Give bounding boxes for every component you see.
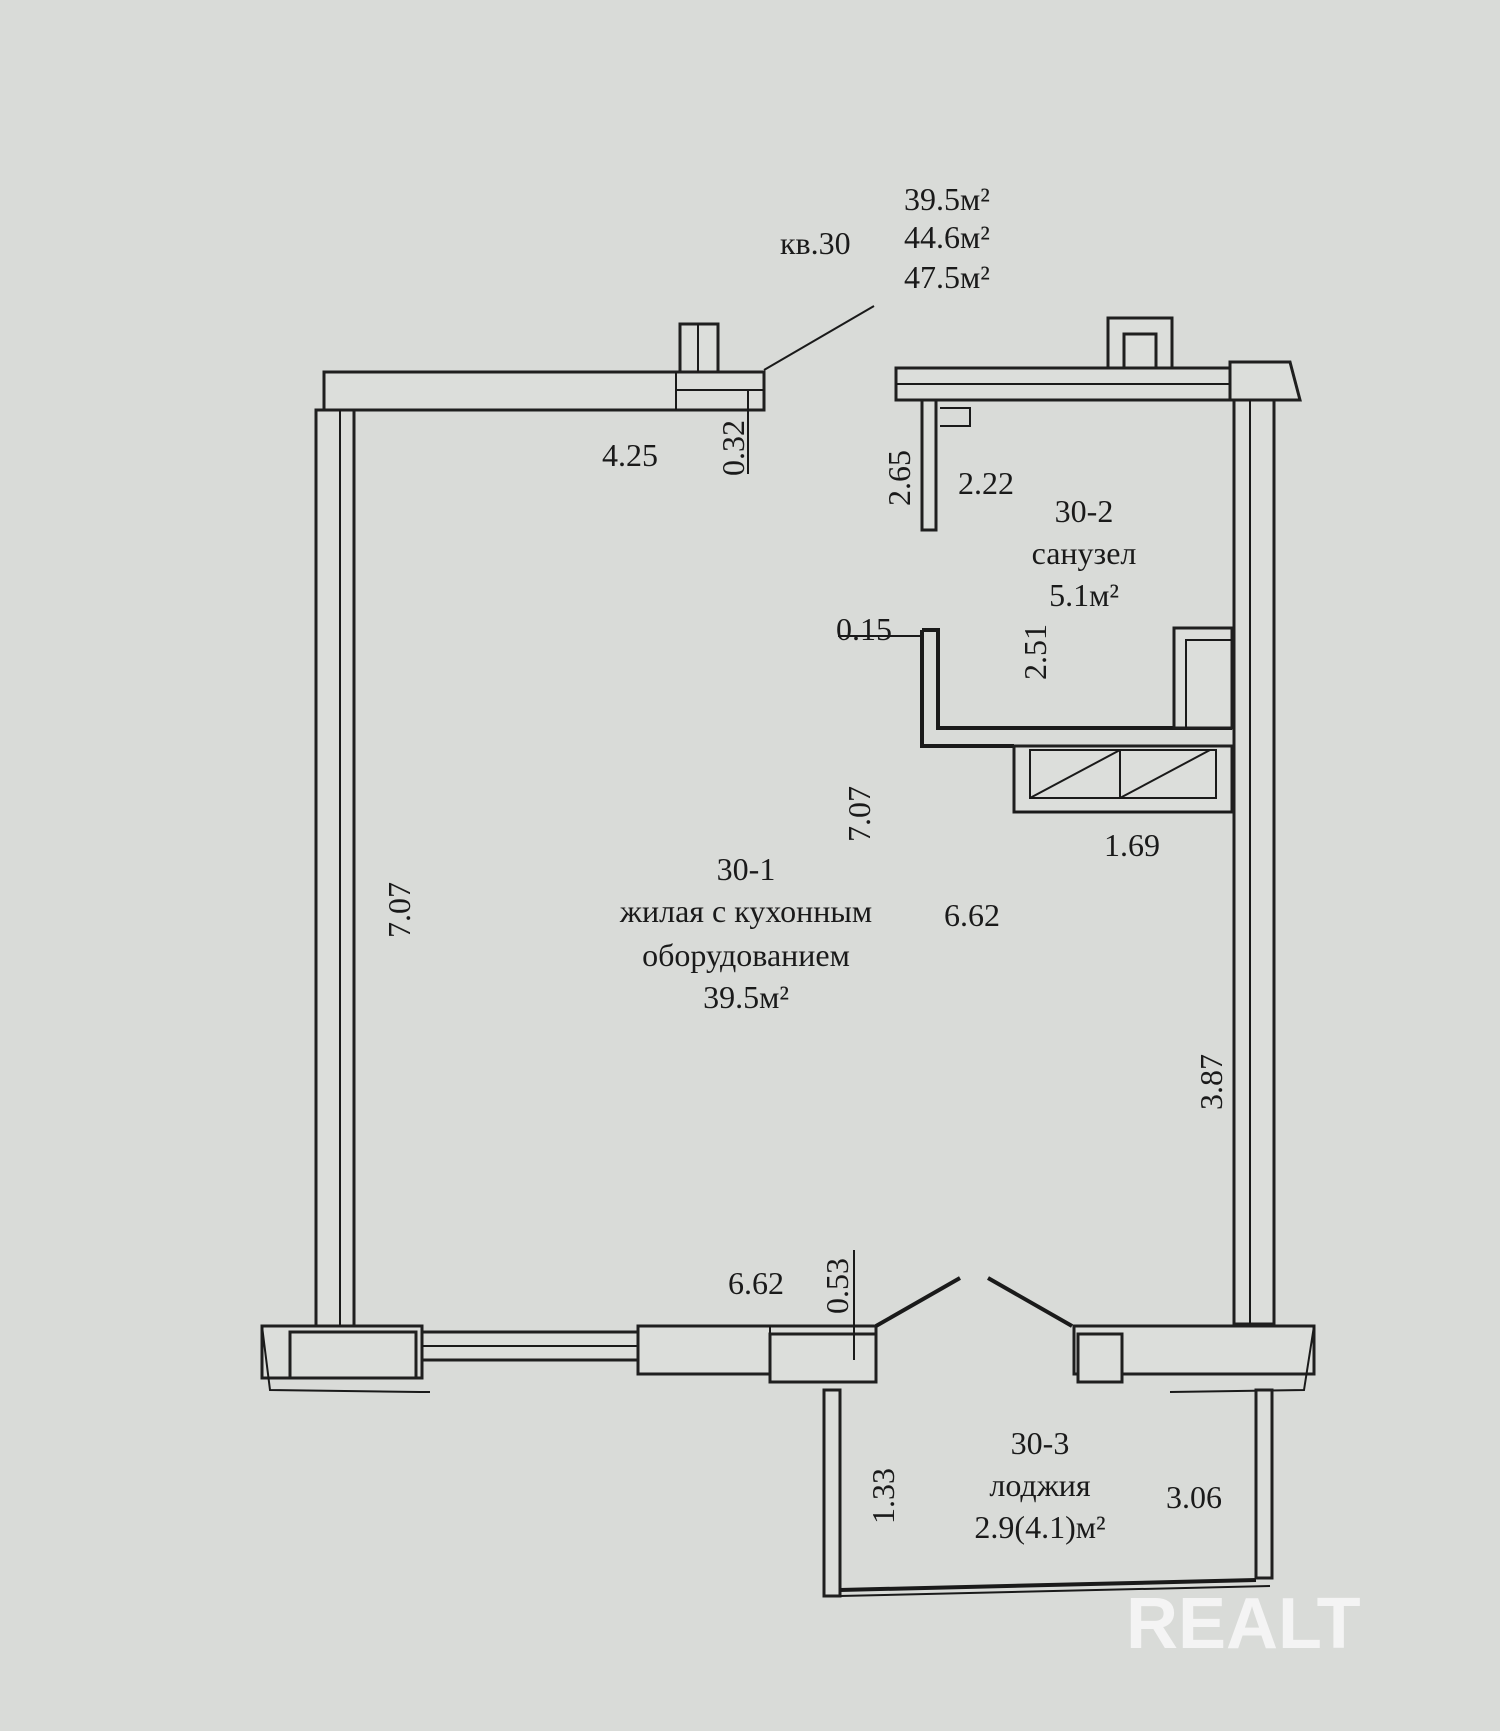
watermark-logo: REALT — [1126, 1584, 1361, 1664]
apartment-area-with-loggia: 47.5м² — [904, 259, 990, 295]
dim-bath-width: 2.22 — [958, 465, 1014, 501]
dim-bottom-wall-thickness: 0.53 — [819, 1258, 855, 1314]
dim-top-wall-thickness: 0.32 — [715, 420, 751, 476]
apartment-label: кв.30 — [780, 225, 851, 261]
dim-niche-width: 1.69 — [1104, 827, 1160, 863]
apartment-area-living: 39.5м² — [904, 181, 990, 217]
room-2-area: 5.1м² — [1049, 577, 1119, 613]
dimension-lines — [747, 305, 920, 1360]
room-3-area: 2.9(4.1)м² — [974, 1509, 1105, 1545]
bath-partition-lower — [922, 628, 1232, 730]
dim-right-lower: 3.87 — [1193, 1054, 1229, 1110]
apartment-area-total: 44.6м² — [904, 219, 990, 255]
dim-bath-left: 2.65 — [881, 450, 917, 506]
dim-partition: 0.15 — [836, 611, 892, 647]
walls — [260, 316, 1316, 1598]
room-2-name: санузел — [1032, 535, 1137, 571]
dim-room-width: 6.62 — [944, 897, 1000, 933]
room-2-id: 30-2 — [1055, 493, 1114, 529]
room-3-name: лоджия — [989, 1467, 1091, 1503]
dim-left-height: 7.07 — [381, 882, 417, 938]
dim-loggia-width: 3.06 — [1166, 1479, 1222, 1515]
door-swing-left — [875, 1276, 961, 1328]
dim-loggia-depth: 1.33 — [865, 1468, 901, 1524]
room-1-name: жилая с кухонным — [619, 893, 872, 929]
right-wall — [1232, 398, 1276, 1326]
door-swing-right — [987, 1276, 1073, 1328]
dim-bottom-width: 6.62 — [728, 1265, 784, 1301]
left-wall — [314, 408, 356, 1328]
kitchen-niche — [1012, 744, 1234, 814]
loggia — [822, 1388, 1274, 1598]
dim-top-left-wall: 4.25 — [602, 437, 658, 473]
room-1-area: 39.5м² — [703, 979, 789, 1015]
bath-partition-upper — [920, 398, 938, 532]
bottom-wall — [260, 1324, 1316, 1393]
room-1-name-line2: оборудованием — [642, 937, 850, 973]
room-3-id: 30-3 — [1011, 1425, 1070, 1461]
dim-bath-height: 2.51 — [1017, 624, 1053, 680]
room-1-id: 30-1 — [717, 851, 776, 887]
dim-inner-height: 7.07 — [841, 786, 877, 842]
